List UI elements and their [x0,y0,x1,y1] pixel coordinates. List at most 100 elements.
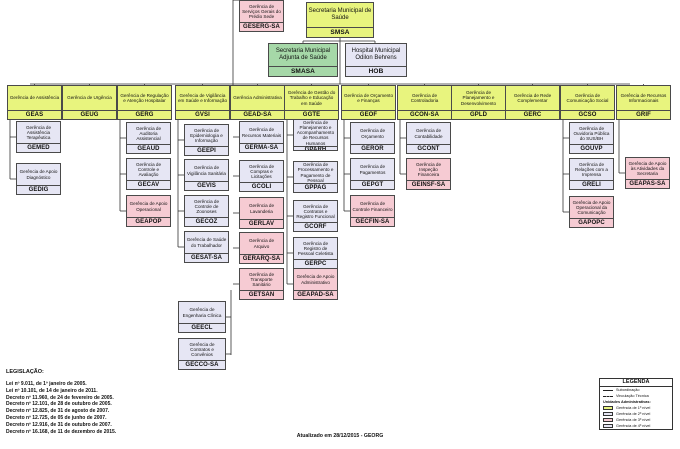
legislation-title: LEGISLAÇÃO: [6,369,44,375]
org-box-name: Gerência de Regulação e Atenção Hospital… [120,92,169,103]
org-box-abbr: HOB [346,66,406,76]
org-box-name: Gerência de Relações com a Imprensa [575,161,608,178]
org-box-abbr: GEINSF-SA [407,180,450,189]
legislation-item: Decreto nº 16.168, de 11 de dezembro de … [6,428,117,435]
org-box-name: Gerência de Controladoria [410,92,439,103]
org-box-hob[interactable]: Hospital Municipal Odilon Behrens HOB [345,43,407,77]
swatch-icon [603,418,613,422]
legislation-item: Lei nº 9.011, de 1º janeiro de 2005. [6,381,87,387]
org-box-abbr: GERG [118,110,171,119]
org-box-geapas-sa[interactable]: Gerência de Apoio às Atividades da Secre… [625,157,670,189]
org-box-name: Gerência de Contratos e Convênios [189,341,215,358]
org-box-abbr: GEVIS [185,181,228,190]
org-box-gerg[interactable]: Gerência de Regulação e Atenção Hospital… [117,85,172,120]
org-box-name: Gerência de Compras e Licitações [248,163,275,180]
org-box-name: Gerência de Serviços Gerais do Prédio Se… [242,3,281,20]
org-box-name: Gerência de Vigilância em Saúde e Inform… [177,92,228,103]
org-box-gppag[interactable]: Gerência de Processamento e Pagamento de… [293,161,338,193]
org-box-abbr: GEDIG [17,185,60,194]
legislation-item: Decreto nº 12.725, de 05 de junho de 200… [6,415,107,421]
org-box-abbr: GPPAG [294,183,337,192]
org-box-abbr: GEPGT [351,180,394,189]
org-box-geserg-sa[interactable]: Gerência de Serviços Gerais do Prédio Se… [239,0,284,32]
legend-level-4: Gerência de 4º nível [603,424,650,428]
solid-line-icon [603,389,613,391]
org-box-abbr: GERMA-SA [240,143,283,152]
swatch-icon [603,412,613,416]
org-box-gpld[interactable]: Gerência de Planejamento e Desenvolvimen… [451,85,506,120]
legislation-item: Decreto nº 12.825, de 31 de agosto de 20… [6,408,110,415]
org-box-abbr: GCON-SA [398,110,451,119]
legislation-item: Lei nº 10.101, de 14 de janeiro de 2011. [6,387,98,394]
swatch-icon [603,424,613,428]
org-box-abbr: GECCO-SA [179,360,225,369]
org-box-gerpc[interactable]: Gerência de Registro de Pessoal Celetist… [293,237,338,269]
org-box-ggte[interactable]: Gerência de Gestão do Trabalho e Educaçã… [284,85,339,120]
legislation-item: Decreto nº 12.101, de 28 de outubro de 2… [6,401,112,408]
org-box-smsa[interactable]: Secretaria Municipal de Saúde SMSA [306,2,374,38]
org-box-gcorf[interactable]: Gerência de Contratos e Registro Funcion… [293,200,338,232]
org-box-name: Secretaria Municipal de Saúde [308,8,372,21]
org-box-smasa[interactable]: Secretaria Municipal Adjunta de Saúde SM… [268,43,338,77]
org-box-abbr: GECFIN-SA [351,217,394,226]
org-box-name: Gerência de Orçamento [359,128,386,139]
org-box-name: Gerência de Contabilidade [414,128,443,139]
legend-level-3: Gerência de 3º nível [603,418,650,422]
org-box-abbr: GEMED [17,143,60,152]
org-box-name: Gerência de Recursos Materiais [241,127,282,138]
org-box-name: Gerência de Gestão do Trabalho e Educaçã… [287,90,336,106]
org-box-name: Secretaria Municipal Adjunta de Saúde [275,48,331,61]
org-box-abbr: GCORF [294,222,337,231]
org-box-abbr: GEROR [351,144,394,153]
org-box-gapopc[interactable]: Gerência de Apoio Operacional da Comunic… [569,196,614,228]
org-box-name: Gerência de Apoio Administrativo [296,274,335,285]
org-box-gparh[interactable]: Gerência de Planejamento e Acompanhament… [293,119,338,151]
org-box-name: Gerência de Assistência Terapêutica [25,124,52,141]
org-box-gvsi[interactable]: Gerência de Vigilância em Saúde e Inform… [175,85,230,120]
legend-level-2: Gerência de 2º nível [603,412,650,416]
org-box-abbr: GAPOPC [570,218,613,227]
org-box-abbr: GPLD [452,110,505,119]
org-box-name: Gerência de Pagamentos [359,164,386,175]
org-box-abbr: GGTE [285,110,338,119]
org-box-abbr: GEECL [179,323,225,332]
org-box-abbr: GEAS [8,110,61,119]
org-box-abbr: GEUG [63,110,116,119]
org-box-abbr: GERARQ-SA [240,254,283,263]
org-box-name: Gerência de Comunicação Social [566,92,609,103]
org-box-abbr: GCOLI [240,182,283,191]
